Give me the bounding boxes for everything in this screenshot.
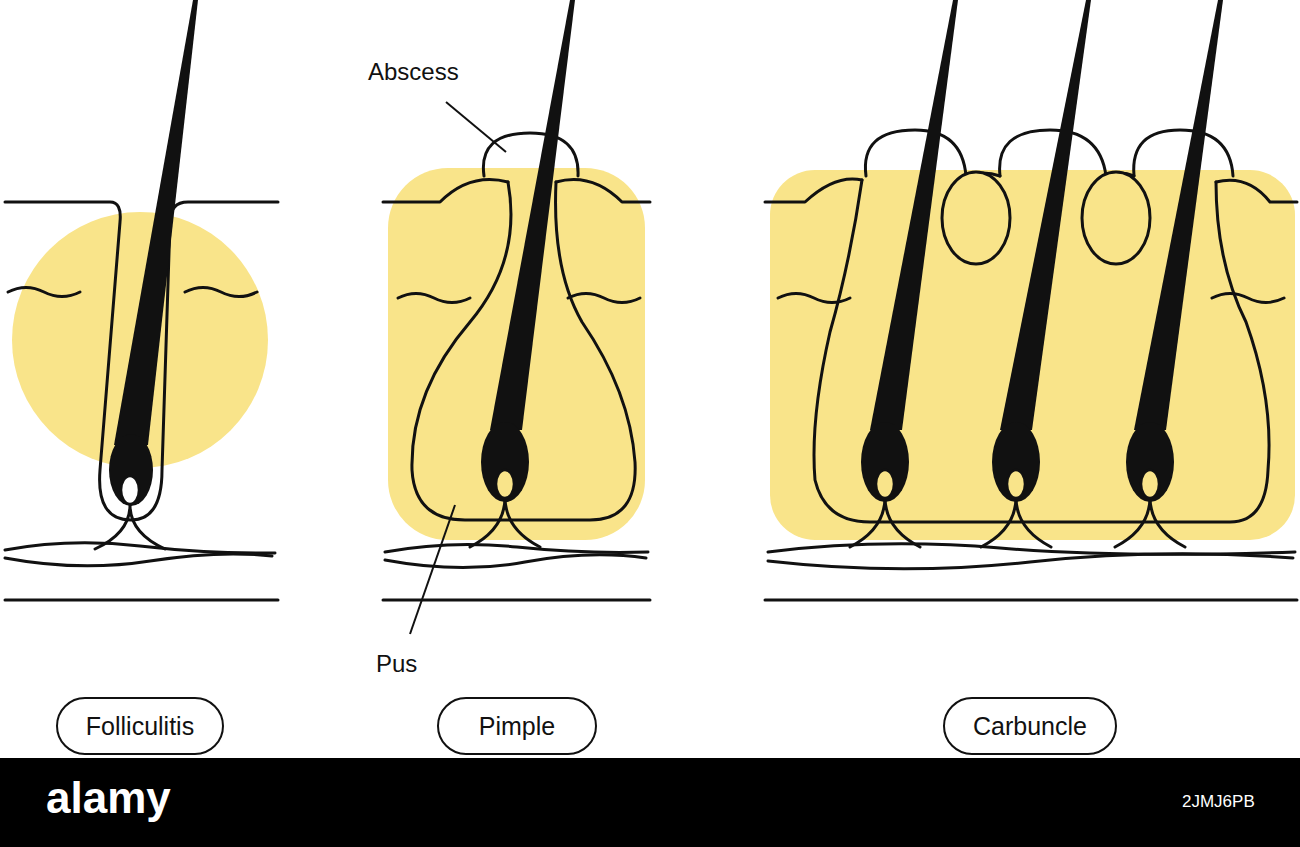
hair-papilla	[121, 470, 1159, 504]
pill-text: Pimple	[479, 712, 555, 741]
pill-text: Folliculitis	[86, 712, 194, 741]
image-id: 2JMJ6PB	[1182, 792, 1255, 812]
callout-label: Pus	[376, 650, 417, 678]
watermark: alamy	[46, 773, 171, 823]
label-pill: Pimple	[437, 697, 597, 755]
label-pill: Folliculitis	[56, 697, 224, 755]
hair	[109, 0, 1223, 506]
watermark-bar	[0, 758, 1300, 847]
label-pill: Carbuncle	[943, 697, 1117, 755]
inflamed-area	[12, 168, 1295, 540]
callout-label: Abscess	[368, 58, 459, 86]
skin-lines	[5, 130, 1297, 600]
pill-text: Carbuncle	[973, 712, 1087, 741]
leader-lines	[410, 102, 506, 634]
